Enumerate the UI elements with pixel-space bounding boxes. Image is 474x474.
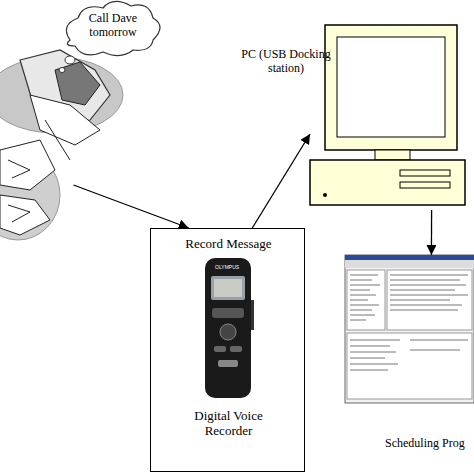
computer-label: PC (USB Docking station) <box>238 48 334 76</box>
software-screenshot <box>345 255 474 403</box>
arrow-connector <box>74 185 189 228</box>
arrow-connector <box>431 210 432 255</box>
box-caption: Digital Voice Recorder <box>171 409 286 439</box>
thought-text: Call Dave tomorrow <box>78 12 148 40</box>
program-node: Scheduling Prog <box>345 255 474 455</box>
thought-cloud <box>59 1 160 72</box>
program-label: Scheduling Prog <box>385 437 474 451</box>
computer-node: PC (USB Docking station) <box>310 20 470 210</box>
person-thought: Call Dave tomorrow <box>0 0 175 185</box>
arrow-connector <box>252 134 310 228</box>
voice-recorder <box>205 258 254 398</box>
computer-clipart <box>310 25 465 205</box>
person-clipart <box>0 50 123 240</box>
box-heading: Record Message <box>151 237 306 252</box>
brand-label: OLYMPUS <box>215 264 239 270</box>
